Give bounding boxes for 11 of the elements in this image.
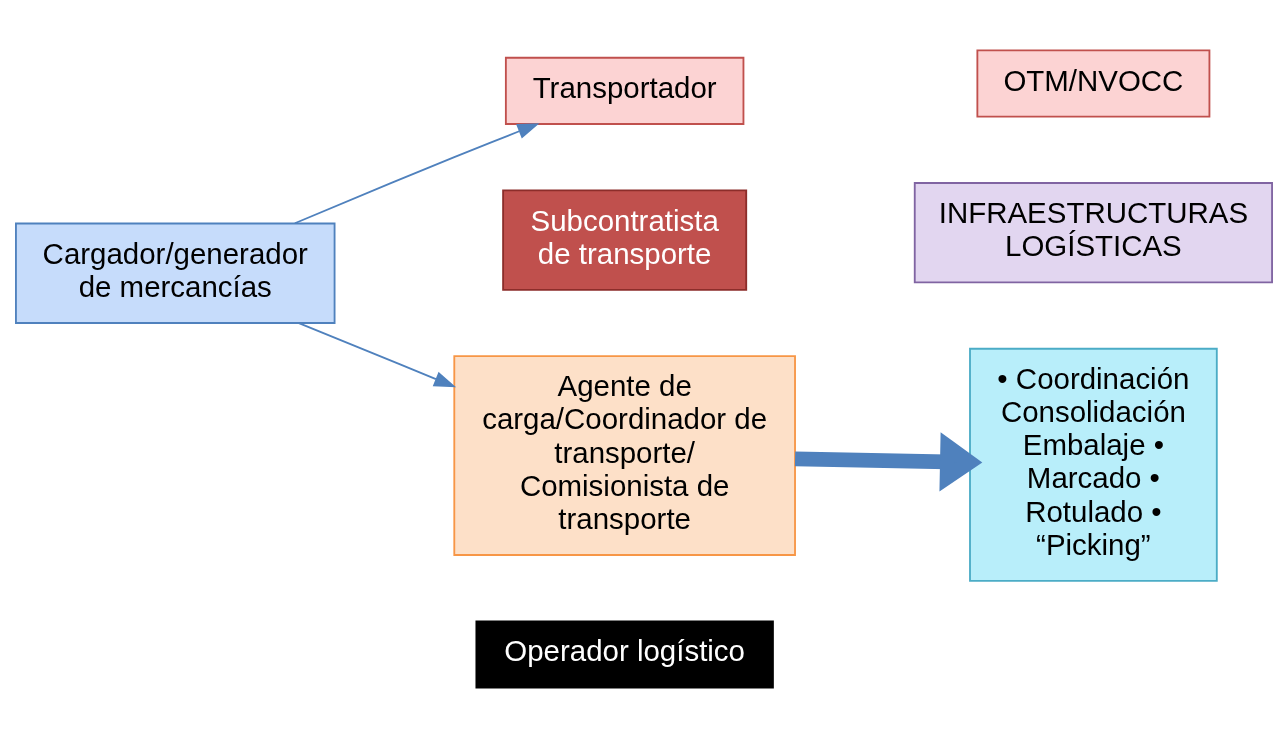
arrow (297, 322, 457, 388)
node-box: Cargador/generador de mercancías (15, 222, 336, 324)
node-box: Subcontratista de transporte (502, 189, 748, 291)
arrow (794, 432, 983, 492)
node-box: OTM/NVOCC (976, 49, 1211, 118)
node-box: • Coordinación Consolidación Embalaje • Marcado • Rotulado • “Picking” (969, 347, 1218, 582)
node-box: Agente de carga/Coordinador de transporte/ Comisionista de transporte (453, 355, 796, 556)
node-box: Transportador (504, 56, 745, 125)
node-box: INFRAESTRUCTURAS LOGÍSTICAS (913, 182, 1273, 284)
node-box: Operador logístico (475, 620, 774, 689)
arrow (293, 123, 540, 225)
